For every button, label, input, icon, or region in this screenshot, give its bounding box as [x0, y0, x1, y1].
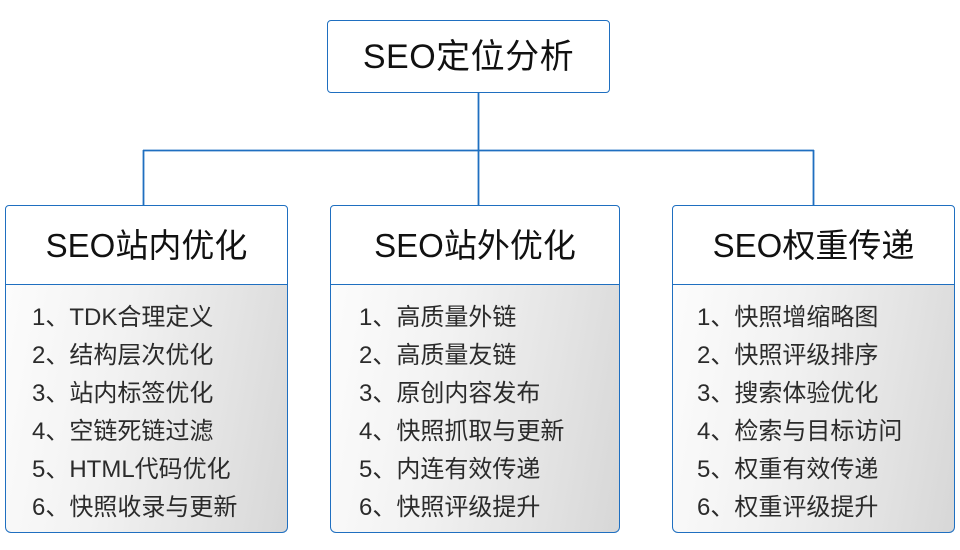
- branch-body-1: 1、TDK合理定义 2、结构层次优化 3、站内标签优化 4、空链死链过滤 5、H…: [5, 285, 288, 533]
- branch-title-3: SEO权重传递: [712, 226, 915, 264]
- root-node[interactable]: SEO定位分析: [327, 20, 610, 93]
- list-item: 4、空链死链过滤: [32, 418, 214, 445]
- list-item: 4、检索与目标访问: [697, 418, 903, 445]
- branch-body-2: 1、高质量外链 2、高质量友链 3、原创内容发布 4、快照抓取与更新 5、内连有…: [330, 285, 620, 533]
- branch-title-1: SEO站内优化: [45, 226, 248, 264]
- list-item: 3、站内标签优化: [32, 380, 214, 407]
- list-item: 1、快照增缩略图: [697, 304, 879, 331]
- branch-header-2[interactable]: SEO站外优化: [330, 205, 620, 285]
- list-item: 3、搜索体验优化: [697, 380, 879, 407]
- branch-column-3: SEO权重传递 1、快照增缩略图 2、快照评级排序 3、搜索体验优化 4、检索与…: [672, 205, 955, 533]
- root-node-title: SEO定位分析: [362, 37, 575, 76]
- branch-column-2: SEO站外优化 1、高质量外链 2、高质量友链 3、原创内容发布 4、快照抓取与…: [330, 205, 620, 533]
- list-item: 5、权重有效传递: [697, 456, 879, 483]
- list-item: 6、权重评级提升: [697, 494, 879, 521]
- list-item: 3、原创内容发布: [359, 380, 541, 407]
- branch-header-3[interactable]: SEO权重传递: [672, 205, 955, 285]
- list-item: 6、快照评级提升: [359, 494, 541, 521]
- list-item: 2、高质量友链: [359, 342, 517, 369]
- branch-title-2: SEO站外优化: [374, 226, 576, 264]
- list-item: 6、快照收录与更新: [32, 494, 238, 521]
- list-item: 2、结构层次优化: [32, 342, 214, 369]
- branch-body-3: 1、快照增缩略图 2、快照评级排序 3、搜索体验优化 4、检索与目标访问 5、权…: [672, 285, 955, 533]
- list-item: 4、快照抓取与更新: [359, 418, 565, 445]
- list-item: 5、HTML代码优化: [32, 456, 231, 483]
- list-item: 1、TDK合理定义: [32, 304, 214, 331]
- branch-header-1[interactable]: SEO站内优化: [5, 205, 288, 285]
- list-item: 2、快照评级排序: [697, 342, 879, 369]
- list-item: 1、高质量外链: [359, 304, 517, 331]
- branch-column-1: SEO站内优化 1、TDK合理定义 2、结构层次优化 3、站内标签优化 4、空链…: [5, 205, 288, 533]
- list-item: 5、内连有效传递: [359, 456, 541, 483]
